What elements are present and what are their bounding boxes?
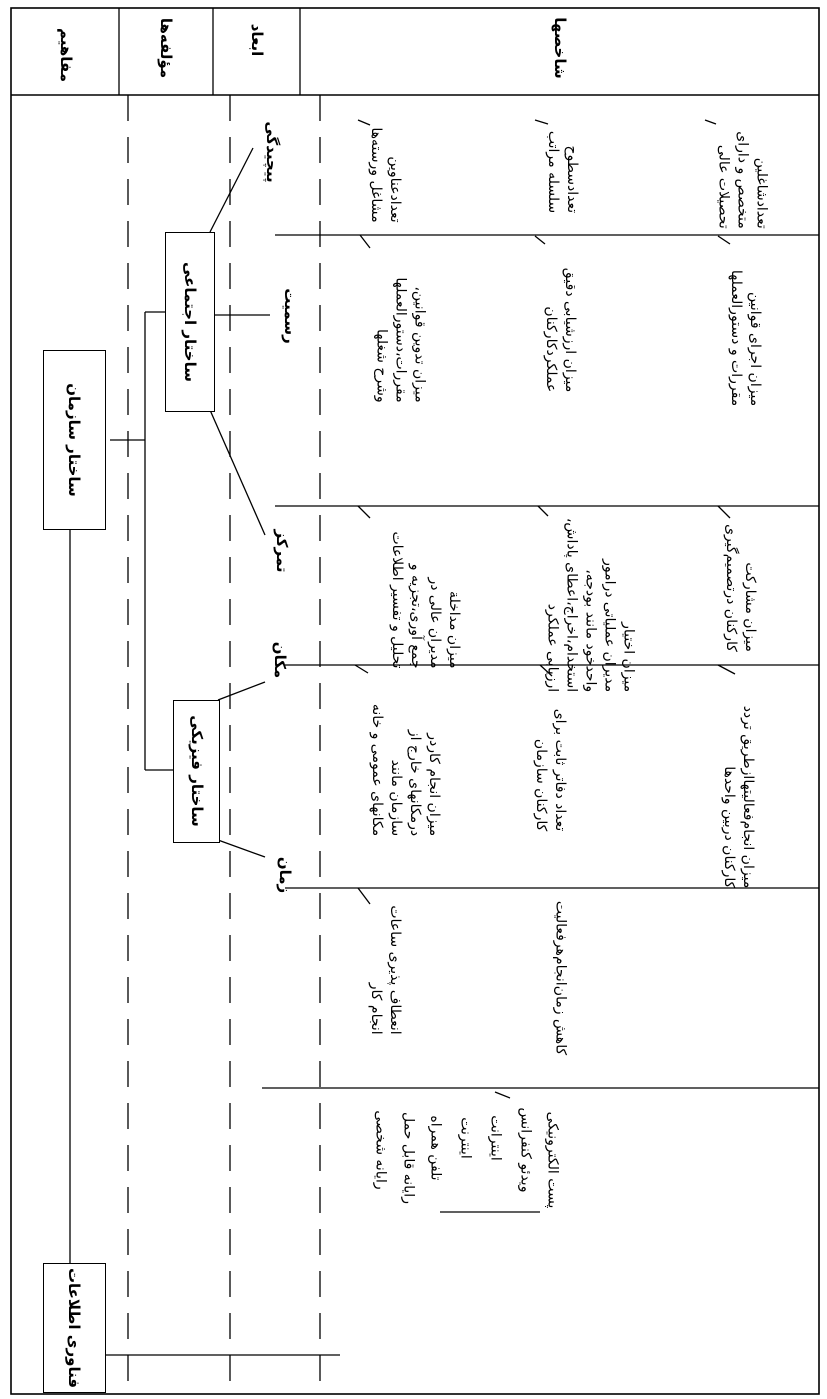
dimension-place: مکان (271, 641, 289, 679)
indicator-place-1: میزان انجام کاردر درمکانهای خارج از سازم… (369, 703, 442, 837)
social-branch-bottom (209, 409, 266, 536)
indicator-time-2: کاهش زمان‌انجام‌هرفعالیت (552, 900, 569, 1056)
tick-complexity-3 (704, 119, 717, 125)
indicator-complexity-3: تعدادشاغلین متخصص و دارای تحصیلات عالی (715, 131, 770, 229)
dimension-time: زمان (276, 856, 294, 894)
indicator-central-3: میزان مشارکت کارکنان درتصمیم‌گیری (723, 524, 758, 652)
tick-complexity-2 (534, 119, 549, 125)
tick-formality-1 (359, 234, 371, 249)
indicator-place-3: میزان انجام‌فعالیتهاازطریق تردد کارکنان … (721, 705, 756, 889)
indicator-formality-3: میزان اجرای قوانین مقررات و دستورالعملها (728, 269, 763, 407)
indicator-time-1: انعطاف پذیری ساعات انجام کار (368, 905, 403, 1035)
org-structure-box (43, 350, 106, 530)
tick-time-1 (357, 887, 371, 905)
header-indicators: شاخصها (551, 17, 569, 79)
it-item-email: پست الکترونیکی (544, 1111, 561, 1209)
outer-frame (10, 7, 820, 1395)
physical-branch-top (217, 681, 266, 701)
it-item-mobile: تلفن همراه (427, 1115, 444, 1181)
tick-place-1 (354, 664, 369, 674)
it-item-video-conference: ویدئو کنفرانس (517, 1107, 534, 1193)
tick-complexity-1 (357, 119, 371, 126)
dimension-complexity: پیچیدگی (263, 121, 281, 183)
physical-structure-label: ساختار فیزیکی (188, 715, 206, 827)
it-box (43, 1263, 106, 1393)
it-item-laptop: رایانه قابل حمل (400, 1112, 417, 1204)
tick-place-3 (717, 664, 736, 675)
it-label: فناوری اطلاعات (65, 1267, 83, 1389)
it-item-intranet: اینترانت (487, 1115, 504, 1161)
tick-formality-2 (534, 235, 546, 245)
indicator-complexity-2: تعدادسطوح سلسله مراتب (545, 130, 580, 214)
dimension-centralization: تمرکز (273, 529, 291, 573)
header-dimensions: ابعاد (248, 23, 266, 57)
indicator-central-2: میزان اختیار مدیران عملیاتی درامور واحدخ… (544, 517, 637, 693)
indicator-complexity-1: تعدادعناوین مشاغل ورسته‌ها (368, 127, 403, 223)
physical-branch-bottom (217, 839, 266, 858)
tick-formality-3 (717, 235, 731, 245)
social-structure-label: ساختار اجتماعی (181, 262, 199, 382)
header-concepts: مفاهیم (57, 27, 75, 83)
social-structure-box (165, 232, 215, 412)
it-item-pc: رایانه شخصی (372, 1110, 389, 1190)
social-branch-top (209, 147, 254, 233)
tick-central-2 (537, 505, 549, 517)
indicator-formality-2: میزان ارزشیابی دقیق عملکردکارکنان (543, 267, 578, 393)
it-item-internet: اینترنت (457, 1117, 474, 1159)
physical-structure-box (173, 700, 220, 843)
tick-central-1 (357, 505, 371, 519)
indicator-central-1: میزان مداخلة مدیران عالی در جمع آوری،تجز… (389, 531, 462, 669)
tick-time-2 (494, 1091, 511, 1099)
org-structure-label: ساختار سازمان (65, 383, 83, 497)
header-components: مؤلفه‌ها (157, 17, 175, 79)
indicator-place-2: تعداد دفاتر ثابت برای کارکنان سازمان (533, 708, 568, 832)
tick-central-3 (717, 505, 731, 519)
dimension-formality: رسمیت (281, 288, 299, 344)
indicator-formality-1: میزان تدوین قوانین، مقررات،دستورالعملها … (373, 277, 428, 403)
tick-place-2 (539, 664, 553, 677)
